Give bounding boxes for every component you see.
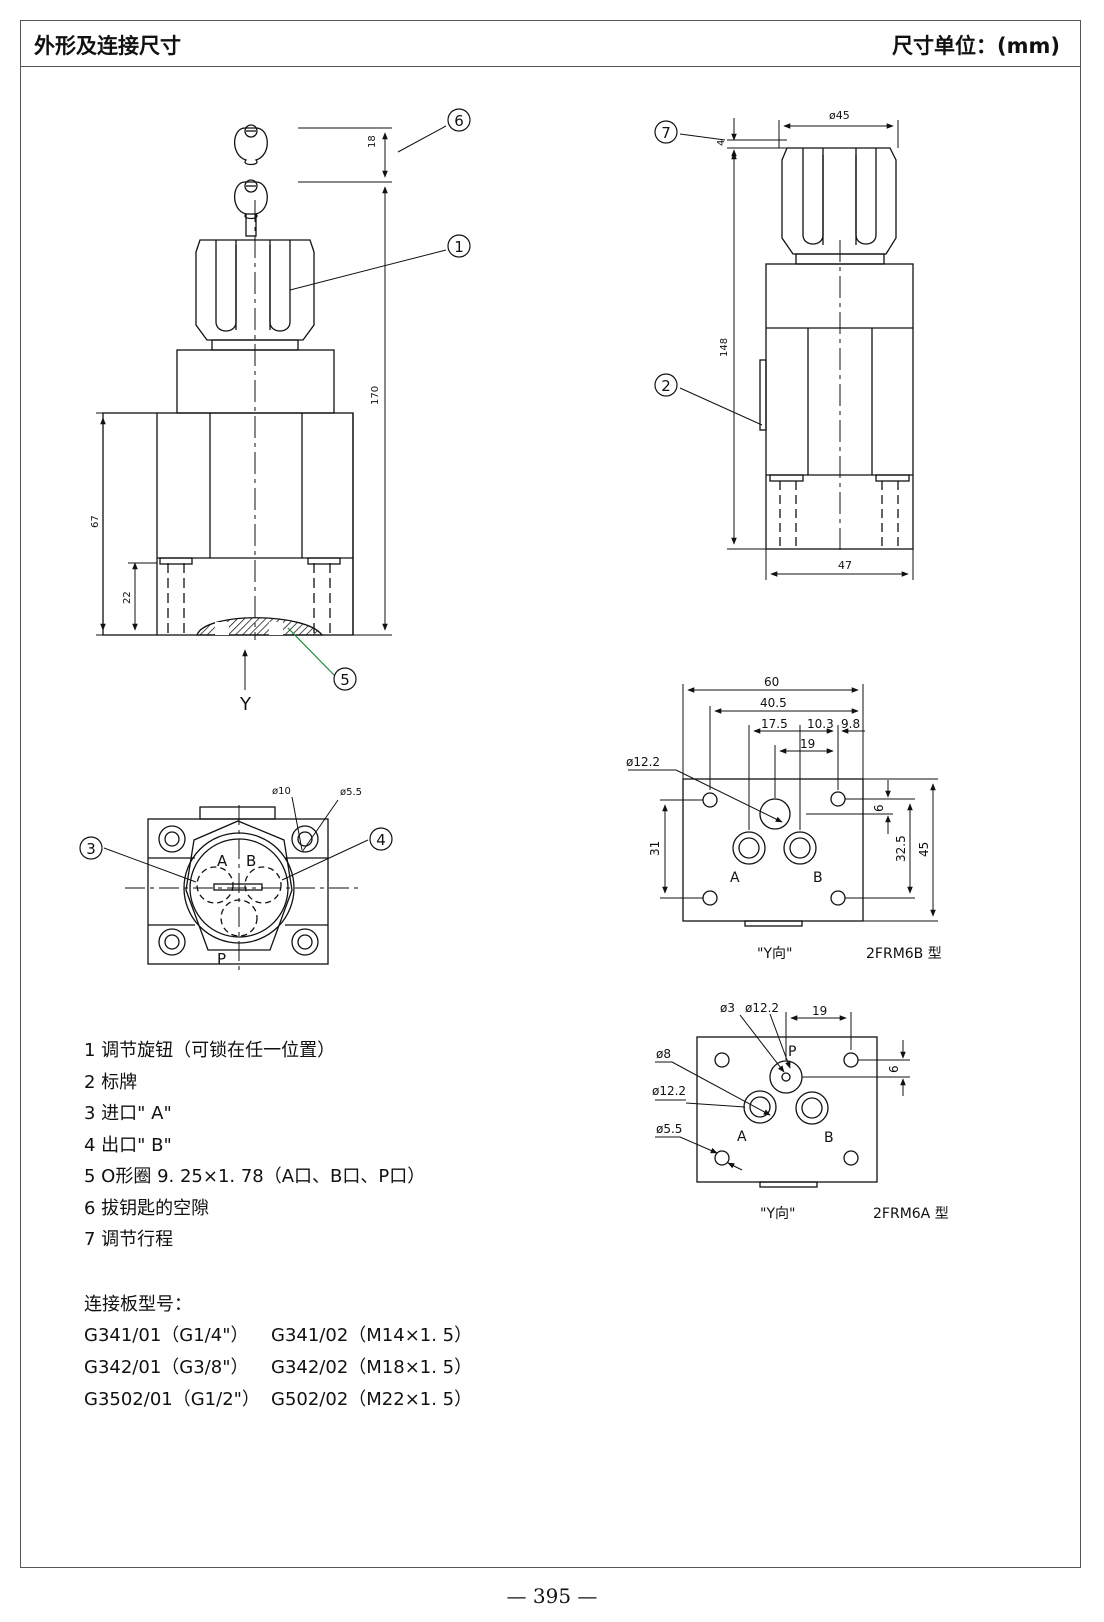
subplate-model: G341/01（G1/4"） [84,1325,249,1346]
name-plate [759,359,767,431]
dim-6a-dia-12-2-left: ø12.2 [652,1084,686,1098]
side-view [96,124,447,690]
dim-6b-9-8: 9.8 [841,717,860,731]
dim-6a-6: 6 [887,1065,901,1073]
dim-6b-60: 60 [764,675,779,689]
dim-adjust-travel: 4 [716,140,727,146]
dim-6b-31: 31 [648,841,662,856]
port-label-b: B [246,852,256,870]
dim-6b-dia-12-2: ø12.2 [626,755,660,769]
port-label-p: P [217,950,226,968]
model-label-6b: 2FRM6B 型 [866,946,942,962]
port-6a-b: B [824,1130,834,1146]
mounting-hole [291,825,319,853]
page-frame [20,20,1081,1568]
dim-key-clearance: 18 [367,135,378,148]
subplate-model: G342/01（G3/8"） [84,1357,249,1378]
dim-6b-45: 45 [917,842,931,857]
callout-7: 7 [654,120,678,144]
callout-4: 4 [369,827,393,851]
dim-6b-40-5: 40.5 [760,696,787,710]
port-6b-a: A [730,870,740,886]
mounting-pattern-2frm6a [655,1012,910,1188]
dim-6a-dia-8: ø8 [656,1047,671,1061]
subplate-model: G502/02（M22×1. 5） [271,1389,473,1410]
callout-5: 5 [333,667,357,691]
dim-dia-10: ø10 [272,786,291,797]
legend-item: 5 O形圈 9. 25×1. 78（A口、B口、P口） [84,1166,426,1187]
legend-item: 4 出口" B" [84,1134,172,1156]
legend-item: 2 标牌 [84,1071,138,1093]
subplate-model: G3502/01（G1/2"） [84,1389,260,1410]
port-hidden-lines [167,563,331,635]
header-title: 外形及连接尺寸 [34,34,181,58]
legend-item: 3 进口" A" [84,1103,172,1124]
dim-6b-19: 19 [800,737,815,751]
key-removed-icon [233,124,268,166]
mounting-hole [158,928,186,956]
subplate-row: G342/01（G3/8"） G342/02（M18×1. 5） [84,1352,472,1384]
port-6a-p: P [788,1044,796,1060]
mounting-pattern-2frm6b [628,684,938,927]
callout-6: 6 [447,108,471,132]
dim-port-depth: 22 [122,591,133,604]
svg-text:6: 6 [454,112,464,130]
view-label-6b: "Y向" [757,946,792,962]
callout-1: 1 [447,234,471,258]
dim-6b-10-3: 10.3 [807,717,834,731]
parts-legend: 1 调节旋钮（可锁在任一位置） 2 标牌 3 进口" A" 4 出口" B" 5… [84,1035,425,1256]
front-view [679,118,914,580]
svg-text:2: 2 [661,377,671,395]
view-arrow-label: Y [239,694,252,715]
svg-text:5: 5 [340,671,350,689]
page-number: — 395 — [506,1584,598,1608]
dim-6a-dia-3: ø3 [720,1001,735,1015]
page-header: 外形及连接尺寸 尺寸单位：(mm) [21,21,1080,67]
subplate-list: G341/01（G1/4"） G341/02（M14×1. 5） G342/01… [84,1320,472,1416]
mounting-hole [291,928,319,956]
dim-dia-5-5: ø5.5 [340,787,362,798]
svg-text:1: 1 [454,238,464,256]
plates-title: 连接板型号： [84,1294,192,1315]
port-label-a: A [217,852,228,870]
dim-front-width: 47 [838,559,852,572]
legend-item: 6 拔钥匙的空隙 [84,1197,210,1219]
dim-6b-32-5: 32.5 [894,835,908,862]
callout-2: 2 [654,373,678,397]
dim-body-height: 67 [90,515,101,528]
legend-item: 7 调节行程 [84,1229,174,1250]
key-inserted-icon [233,179,268,237]
subplate-model: G342/02（M18×1. 5） [271,1357,473,1378]
mounting-hole [158,825,186,853]
callout-3: 3 [79,836,103,860]
dim-total-height: 170 [370,386,381,405]
svg-text:4: 4 [376,831,386,849]
dim-6a-19: 19 [812,1004,827,1018]
view-label-6a: "Y向" [760,1206,795,1222]
legend-item: 1 调节旋钮（可锁在任一位置） [84,1040,336,1061]
subplate-row: G3502/01（G1/2"） G502/02（M22×1. 5） [84,1384,472,1416]
port-6a-a: A [737,1129,747,1145]
dim-knob-diameter: ø45 [829,109,850,122]
svg-text:3: 3 [86,840,96,858]
subplate-row: G341/01（G1/4"） G341/02（M14×1. 5） [84,1320,472,1352]
dim-front-height: 148 [719,338,730,357]
dim-6b-17-5: 17.5 [761,717,788,731]
svg-text:7: 7 [661,124,671,142]
port-6b-b: B [813,870,823,886]
dim-6a-dia-12-2-top: ø12.2 [745,1001,779,1015]
subplate-model: G341/02（M14×1. 5） [271,1325,473,1346]
plan-view [103,796,369,975]
dim-6a-dia-5-5: ø5.5 [656,1122,682,1136]
model-label-6a: 2FRM6A 型 [873,1206,949,1222]
dim-6b-6: 6 [872,804,886,812]
header-unit: 尺寸单位：(mm) [892,34,1060,58]
